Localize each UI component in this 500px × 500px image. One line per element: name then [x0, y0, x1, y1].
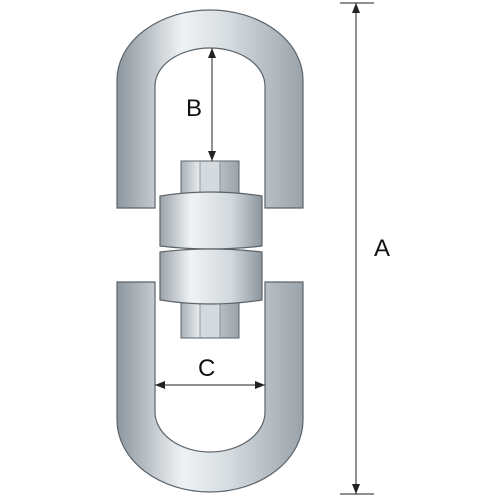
lower-hex-nut — [180, 302, 240, 339]
upper-hex-nut — [180, 160, 240, 197]
label-a: A — [374, 235, 390, 262]
label-c: C — [198, 355, 215, 382]
dimension-a — [340, 2, 374, 495]
lower-eye — [116, 281, 304, 493]
dimension-c — [155, 381, 265, 389]
label-b: B — [186, 95, 202, 122]
upper-swivel-barrel — [159, 191, 263, 250]
lower-swivel-barrel — [159, 248, 263, 305]
dimension-b — [208, 48, 216, 161]
upper-eye — [116, 9, 304, 209]
